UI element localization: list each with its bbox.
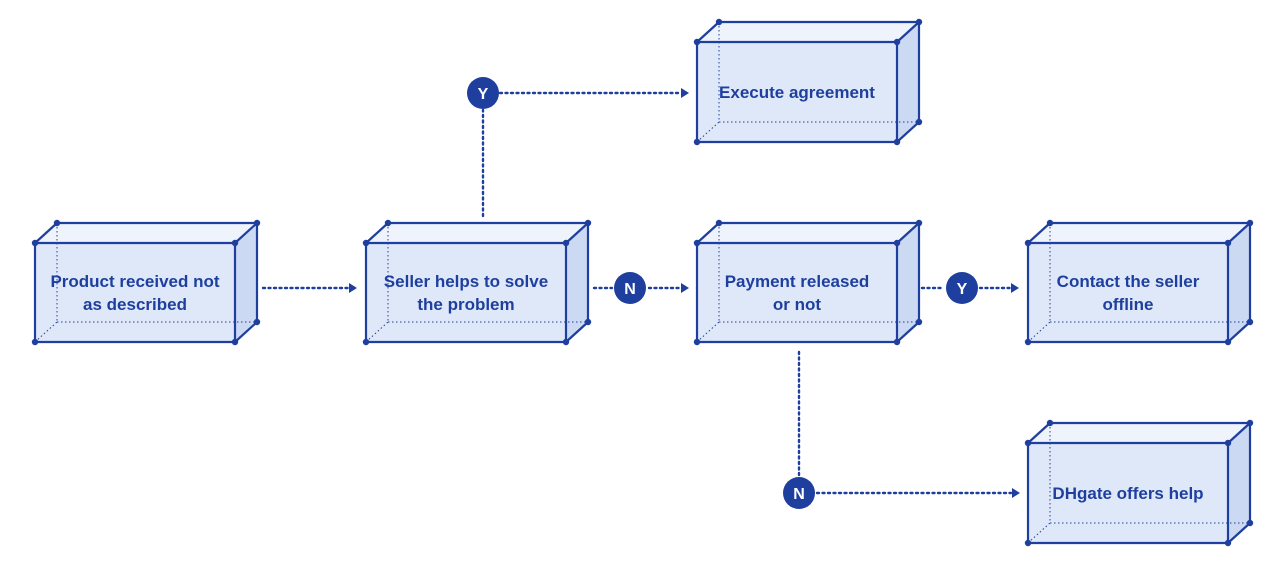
vertex-dot [253,219,261,227]
connectors [261,88,1020,498]
vertex-dot [384,219,392,227]
vertex-dot [893,338,901,346]
vertex-dot [893,38,901,46]
box-label: offline [1103,295,1154,314]
badge-no-payment: N [614,272,646,304]
vertex-dot [915,118,923,126]
badges: Y N Y N [467,77,978,509]
vertex-dot [362,239,370,247]
box-label: as described [83,295,187,314]
box-label: or not [773,295,821,314]
badge-circle [467,77,499,109]
vertex-dot [584,318,592,326]
badge-circle [614,272,646,304]
box-execute-agreement: Execute agreement [693,18,923,146]
vertex-dot [693,38,701,46]
badge-circle [783,477,815,509]
arrow-head [349,283,357,293]
vertex-dot [915,219,923,227]
box-label: Contact the seller [1057,272,1200,291]
box-label: Product received not [50,272,219,291]
box-label: DHgate offers help [1052,484,1203,503]
badge-yes-contact: Y [946,272,978,304]
box-dhgate-help: DHgate offers help [1024,419,1254,547]
vertex-dot [693,338,701,346]
vertex-dot [1246,219,1254,227]
badge-text: Y [478,86,489,103]
vertex-dot [1024,239,1032,247]
boxes: Product received not as described Seller h… [31,18,1254,547]
vertex-dot [915,18,923,26]
vertex-dot [31,239,39,247]
box-payment-released: Payment released or not [693,219,923,346]
arrow-head [1011,283,1019,293]
vertex-dot [562,338,570,346]
vertex-dot [253,318,261,326]
vertex-dot [1046,219,1054,227]
badge-text: N [793,486,805,503]
box-label: the problem [417,295,514,314]
vertex-dot [715,18,723,26]
vertex-dot [53,219,61,227]
arrow-head [1012,488,1020,498]
vertex-dot [893,239,901,247]
vertex-dot [1024,338,1032,346]
vertex-dot [693,138,701,146]
badge-yes-execute: Y [467,77,499,109]
box-product-not-as-described: Product received not as described [31,219,261,346]
box-label: Execute agreement [719,83,875,102]
vertex-dot [1246,419,1254,427]
badge-no-dhgate: N [783,477,815,509]
vertex-dot [362,338,370,346]
vertex-dot [1024,539,1032,547]
vertex-dot [562,239,570,247]
vertex-dot [584,219,592,227]
vertex-dot [1224,239,1232,247]
badge-circle [946,272,978,304]
vertex-dot [715,219,723,227]
box-label: Seller helps to solve [384,272,548,291]
arrow-head [681,283,689,293]
vertex-dot [1224,539,1232,547]
vertex-dot [915,318,923,326]
arrow-head [681,88,689,98]
vertex-dot [1246,519,1254,527]
vertex-dot [1024,439,1032,447]
vertex-dot [893,138,901,146]
vertex-dot [1246,318,1254,326]
vertex-dot [231,338,239,346]
badge-text: N [624,281,636,298]
badge-text: Y [957,281,968,298]
vertex-dot [231,239,239,247]
box-label: Payment released [725,272,870,291]
box-contact-seller: Contact the seller offline [1024,219,1254,346]
vertex-dot [1224,338,1232,346]
vertex-dot [1046,419,1054,427]
vertex-dot [693,239,701,247]
vertex-dot [31,338,39,346]
vertex-dot [1224,439,1232,447]
box-seller-helps: Seller helps to solve the problem [362,219,592,346]
